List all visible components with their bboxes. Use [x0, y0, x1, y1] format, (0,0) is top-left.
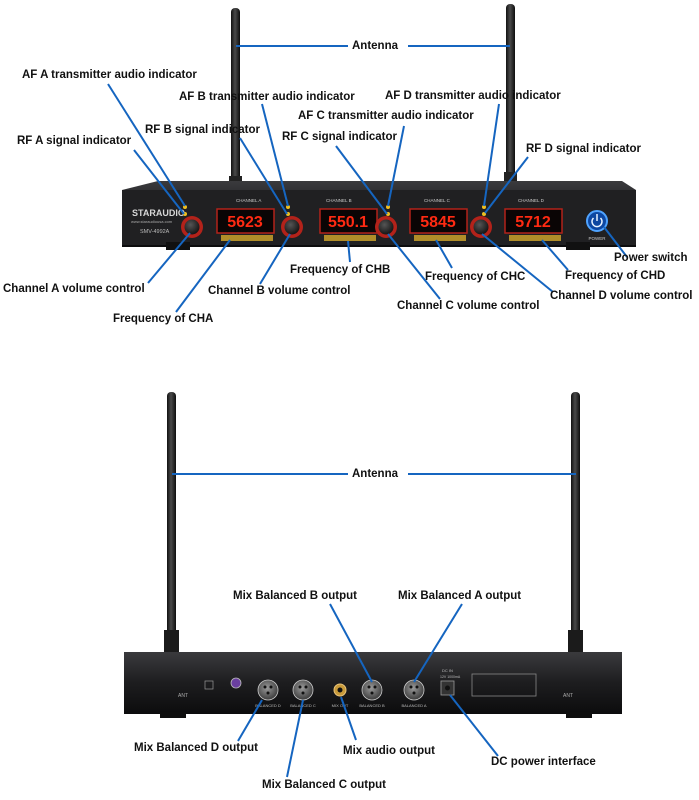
channel-a-volume-knob[interactable] [184, 219, 200, 235]
callout-rf-d: RF D signal indicator [526, 143, 642, 155]
callout-freq-chb: Frequency of CHB [290, 264, 391, 276]
callout-rf-c: RF C signal indicator [282, 131, 398, 143]
callout-antenna-rear: Antenna [352, 468, 398, 480]
callout-antenna-front: Antenna [352, 40, 398, 52]
rear-ant-label-left: ANT [178, 693, 188, 699]
callout-mix-balanced-b: Mix Balanced B output [233, 590, 357, 602]
callout-power-switch: Power switch [614, 252, 688, 264]
callout-freq-cha: Frequency of CHA [113, 313, 214, 325]
callout-channel-d-volume: Channel D volume control [550, 290, 693, 302]
channel-b-volume-knob[interactable] [284, 219, 300, 235]
callout-rf-b: RF B signal indicator [145, 124, 261, 136]
mix-out-jack[interactable]: MIX OUT [332, 683, 349, 708]
channel-d-display [504, 208, 563, 234]
channel-a-display [216, 208, 275, 234]
balanced-c-connector[interactable]: BALANCED C [290, 679, 316, 708]
rear-sticker [230, 677, 242, 689]
callout-lines [107, 45, 628, 778]
balanced-d-connector[interactable]: BALANCED D [255, 679, 281, 708]
channel-a-frequency: 5623 [227, 214, 263, 231]
callout-mix-balanced-a: Mix Balanced A output [398, 590, 522, 602]
brand-web: www.staraudiousa.com [131, 219, 173, 224]
channel-b-display [319, 208, 378, 234]
callout-af-d: AF D transmitter audio indicator [385, 90, 561, 102]
channel-d-volume-knob[interactable] [473, 219, 489, 235]
callout-af-c: AF C transmitter audio indicator [298, 110, 474, 122]
channel-a-panel: CHANNEL A 5623 [181, 198, 275, 241]
dc-input-jack[interactable]: DC IN 12V 1000mA [440, 668, 461, 696]
callout-freq-chc: Frequency of CHC [425, 271, 526, 283]
balanced-a-connector[interactable]: BALANCED A [401, 679, 427, 708]
channel-c-header: CHANNEL C [424, 198, 451, 203]
channel-c-display [409, 208, 468, 234]
dc-spec-label: 12V 1000mA [440, 675, 461, 679]
rear-antenna-right [568, 392, 583, 652]
callout-mix-balanced-d: Mix Balanced D output [134, 742, 258, 754]
channel-c-panel: CHANNEL C 5845 [375, 198, 468, 241]
callout-mix-balanced-c: Mix Balanced C output [262, 779, 386, 791]
power-switch[interactable]: POWER [586, 210, 608, 241]
channel-a-header: CHANNEL A [236, 198, 261, 203]
balanced-a-label: BALANCED A [401, 703, 426, 708]
rear-ant-label-right: ANT [563, 693, 573, 699]
balanced-d-label: BALANCED D [255, 703, 281, 708]
channel-c-frequency: 5845 [420, 214, 456, 231]
callout-dc-power: DC power interface [491, 756, 596, 768]
rear-antenna-left [164, 392, 179, 652]
brand-model: SMV-4992A [140, 229, 170, 235]
callout-channel-c-volume: Channel C volume control [397, 300, 540, 312]
callout-channel-a-volume: Channel A volume control [3, 283, 145, 295]
balanced-c-label: BALANCED C [290, 703, 316, 708]
callout-channel-b-volume: Channel B volume control [208, 285, 351, 297]
channel-b-panel: CHANNEL B 550.1 [281, 198, 378, 241]
channel-b-frequency: 550.1 [328, 214, 368, 231]
callout-af-a: AF A transmitter audio indicator [22, 69, 197, 81]
channel-d-header: CHANNEL D [518, 198, 545, 203]
callout-af-b: AF B transmitter audio indicator [179, 91, 355, 103]
channel-b-header: CHANNEL B [326, 198, 352, 203]
power-label: POWER [588, 236, 606, 241]
channel-d-frequency: 5712 [515, 214, 551, 231]
brand-logo: STARAUDIO www.staraudiousa.com SMV-4992A [131, 208, 185, 235]
balanced-b-label: BALANCED B [359, 703, 385, 708]
brand-name: STARAUDIO [132, 208, 185, 218]
dc-in-label: DC IN [442, 668, 453, 673]
warning-label [471, 673, 537, 697]
mix-out-label: MIX OUT [332, 703, 349, 708]
callout-mix-audio: Mix audio output [343, 745, 435, 757]
channel-c-volume-knob[interactable] [378, 219, 394, 235]
callout-rf-a: RF A signal indicator [17, 135, 132, 147]
callout-freq-chd: Frequency of CHD [565, 270, 666, 282]
channel-d-panel: CHANNEL D 5712 [470, 198, 563, 241]
